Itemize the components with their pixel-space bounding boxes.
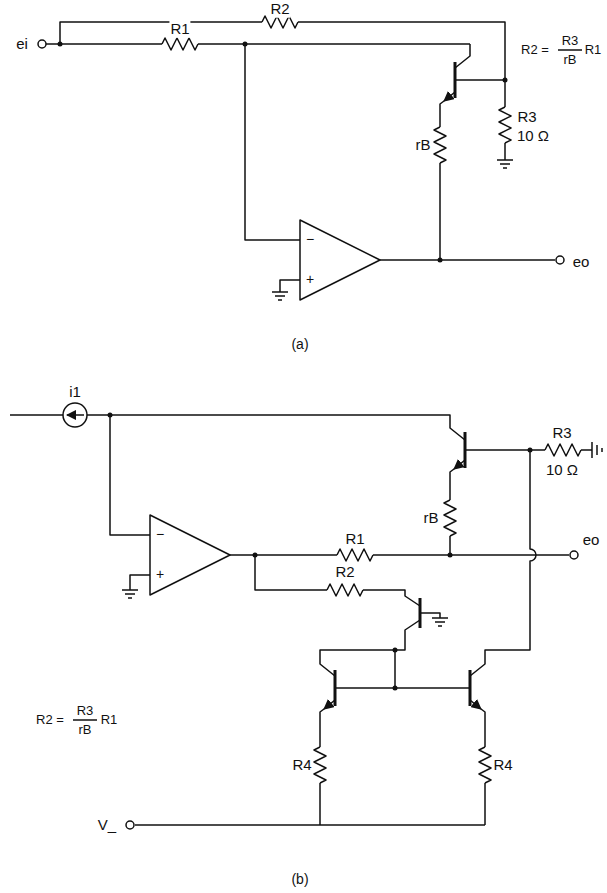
pin-sign: + — [305, 272, 315, 287]
component-label: rB — [415, 137, 432, 154]
component-label: R1 — [169, 21, 190, 38]
component-label: (a) — [290, 337, 309, 352]
terminal — [38, 40, 46, 48]
component-label: R2 = — [35, 713, 65, 727]
wire — [110, 415, 150, 535]
ground-symbol — [272, 280, 300, 300]
wire — [46, 43, 470, 45]
junction-dot — [58, 42, 63, 47]
resistor-symbol — [545, 444, 581, 456]
ground-symbol — [592, 442, 602, 458]
junction-dot — [503, 78, 508, 83]
resistor-symbol — [327, 584, 363, 596]
component-label: i1 — [68, 384, 82, 401]
wire — [320, 709, 485, 825]
component-label: eo — [582, 532, 601, 549]
terminal — [570, 551, 578, 559]
component-label: R2 — [269, 1, 290, 18]
opamp-symbol — [300, 220, 380, 300]
component-label: R1 — [584, 43, 603, 57]
resistor-symbol — [479, 747, 491, 783]
wire — [440, 101, 444, 260]
pin-sign: − — [305, 232, 315, 247]
current-source-symbol — [63, 403, 87, 427]
component-label: V_ — [97, 817, 117, 834]
component-label: R2 = — [520, 43, 550, 57]
resistor-symbol — [499, 107, 511, 143]
component-label: R3 — [561, 34, 580, 48]
component-label: 10 Ω — [516, 128, 550, 145]
wire — [245, 44, 300, 240]
wiring — [10, 16, 602, 829]
component-label: R4 — [492, 757, 513, 774]
wire — [335, 687, 470, 689]
junction-dot — [243, 42, 248, 47]
wire — [60, 22, 505, 107]
wire — [230, 554, 569, 556]
component-label: rB — [78, 723, 93, 737]
resistor-symbol — [444, 500, 456, 536]
transistor-symbol — [324, 700, 335, 709]
transistor-symbol — [455, 44, 505, 80]
component-label: R1 — [100, 713, 119, 727]
ground-symbol — [420, 613, 448, 626]
wire — [380, 259, 555, 261]
junction-dot — [438, 258, 443, 263]
transistor-symbol — [454, 460, 465, 469]
terminal — [126, 821, 134, 829]
junction-dot — [448, 553, 453, 558]
terminal — [556, 256, 564, 264]
transistor-symbol — [335, 670, 470, 706]
resistor-symbol — [314, 747, 326, 783]
component-label: R2 — [334, 564, 355, 581]
junction-dot — [393, 648, 398, 653]
resistor-symbol — [262, 16, 298, 28]
wire — [255, 555, 420, 606]
component-label: R3 — [516, 109, 537, 126]
resistor-symbol — [434, 127, 446, 163]
junction-dot — [108, 413, 113, 418]
wire — [470, 450, 536, 676]
transistor-symbol — [470, 700, 481, 709]
fraction-bar — [558, 49, 582, 51]
component-label: R1 — [344, 531, 365, 548]
component-label: R4 — [291, 757, 312, 774]
component-label: 10 Ω — [545, 462, 579, 479]
component-label: rB — [423, 510, 440, 527]
junction-dot — [393, 686, 398, 691]
component-label: (b) — [290, 872, 309, 887]
component-label: eo — [572, 254, 591, 271]
component-label: rB — [563, 53, 578, 67]
fraction-bar — [73, 719, 97, 721]
transistor-symbol — [444, 92, 455, 101]
ground-symbol — [497, 143, 513, 168]
pin-sign: − — [155, 527, 165, 542]
opamp-symbol — [150, 515, 230, 595]
junction-dot — [253, 553, 258, 558]
pin-sign: + — [155, 567, 165, 582]
wire — [10, 415, 465, 440]
resistor-symbol — [162, 38, 198, 50]
junction-dots — [58, 42, 533, 691]
component-label: R3 — [551, 425, 572, 442]
junction-dot — [528, 448, 533, 453]
wire — [135, 824, 485, 826]
current-source-symbol — [67, 414, 84, 416]
component-label: R3 — [76, 704, 95, 718]
ground-symbol — [122, 575, 150, 598]
component-label: ei — [15, 36, 29, 53]
resistor-symbol — [337, 549, 373, 561]
